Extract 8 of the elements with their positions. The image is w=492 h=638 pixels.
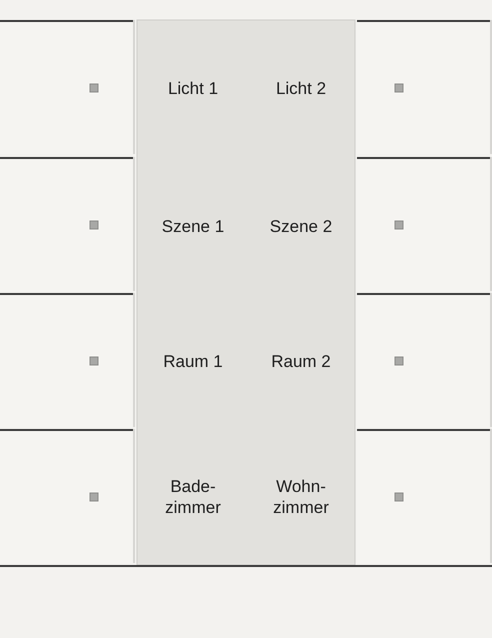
button-label: Licht 1 (166, 78, 220, 98)
button-label: Licht 2 (274, 78, 328, 98)
button-label: Szene 2 (268, 216, 334, 236)
button-label: Raum 1 (162, 350, 224, 372)
button-label: Wohn- zimmer (272, 476, 330, 518)
button-label: Bade- zimmer (164, 476, 222, 518)
button-label: Szene 1 (160, 216, 226, 236)
button-label: Raum 2 (270, 350, 332, 372)
